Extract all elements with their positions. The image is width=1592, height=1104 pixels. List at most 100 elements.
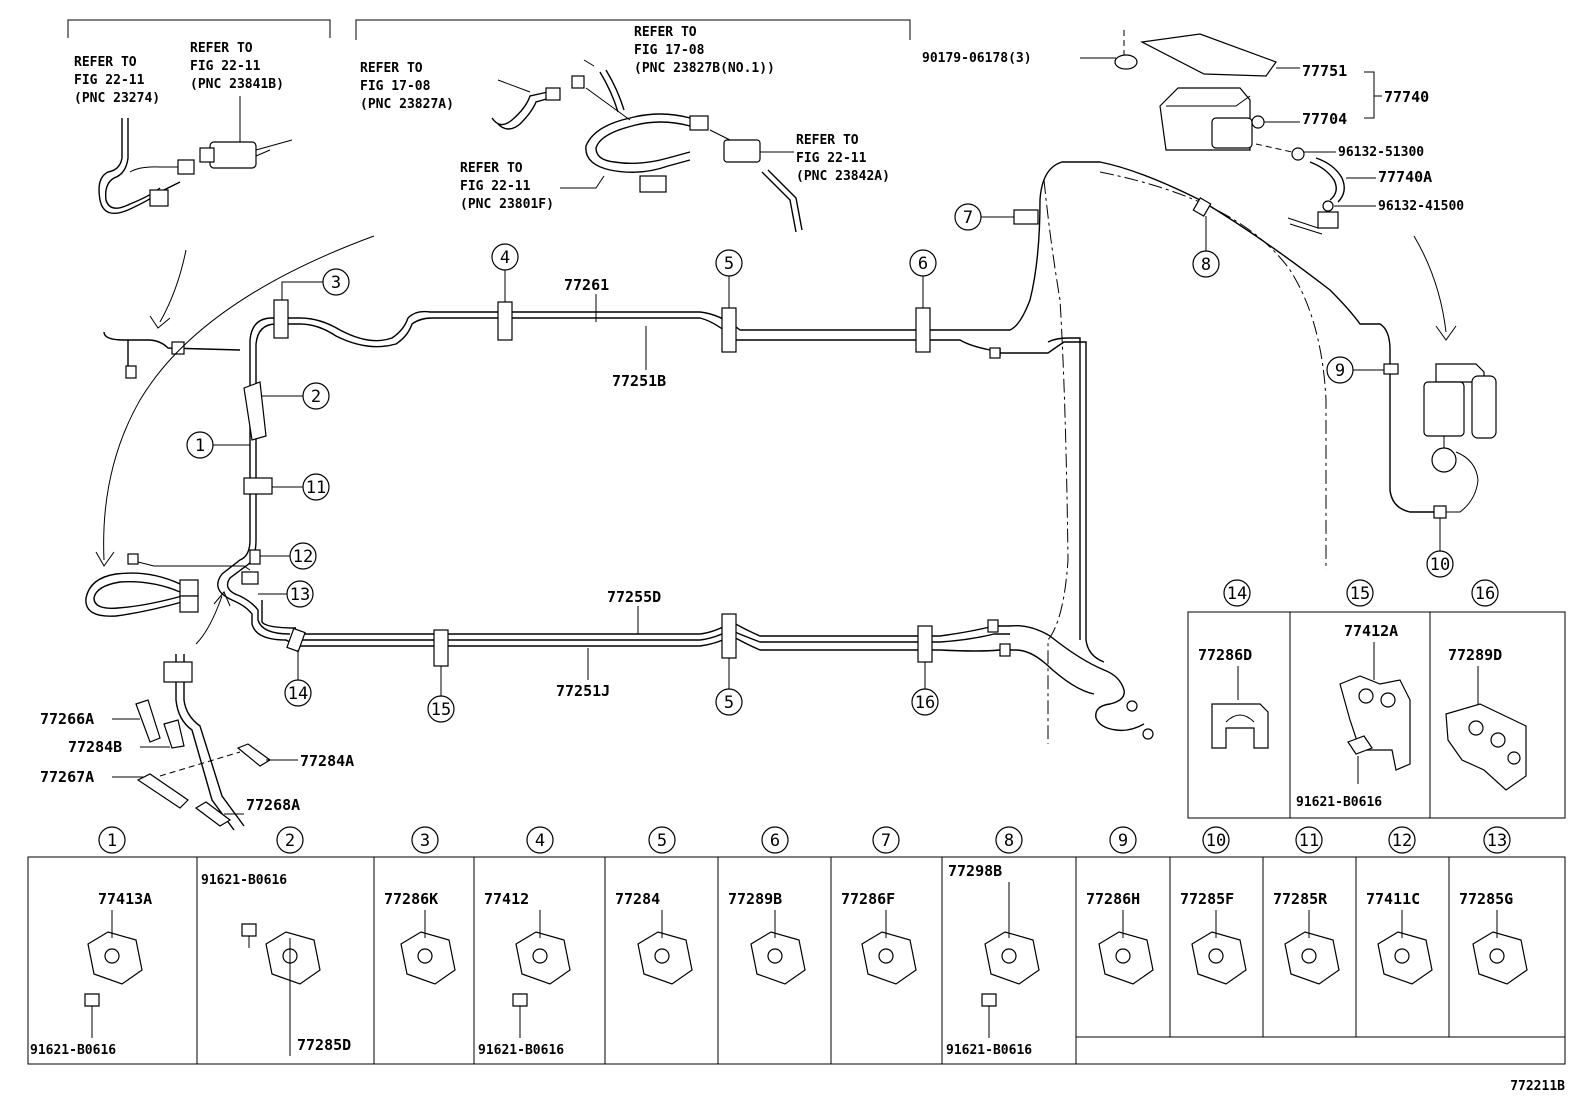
svg-text:11: 11 [306, 478, 326, 498]
callout-5-upper: 5 [715, 249, 743, 308]
table-callout-circle [1295, 826, 1323, 854]
ref-group-left: REFER TO FIG 22-11 (PNC 23274) REFER TO … [67, 19, 331, 329]
clamp-hole-icon [654, 948, 670, 964]
table-callout-num: 12 [1392, 831, 1412, 851]
inset-num-14: 14 [1227, 584, 1247, 604]
callout-6: 6 [909, 249, 937, 308]
inset-part-77286D: 77286D [1198, 646, 1252, 664]
table-part-label: 77285G [1459, 890, 1513, 908]
clamp-hole-icon [767, 948, 783, 964]
part-96132-41500: 96132-41500 [1378, 199, 1464, 214]
part-77251B: 77251B [612, 372, 666, 390]
callout-2: 2 [262, 382, 330, 410]
svg-text:4: 4 [500, 248, 510, 268]
svg-text:13: 13 [290, 585, 310, 605]
svg-text:1: 1 [195, 436, 205, 456]
table-callout-circle [648, 826, 676, 854]
svg-text:7: 7 [963, 208, 973, 228]
table-callout-circle [872, 826, 900, 854]
ref-1-line-1: REFER TO [74, 55, 137, 70]
inset-bolt-91621: 91621-B0616 [1296, 795, 1382, 810]
table-callout-num: 5 [657, 831, 667, 851]
diagram-code: 772211B [1510, 1079, 1565, 1094]
clamp-hole-icon [532, 948, 548, 964]
callout-10: 10 [1426, 518, 1454, 578]
clamp-hole-icon [878, 948, 894, 964]
bolt-icon [512, 993, 528, 1007]
table-part-label: 77412 [484, 890, 529, 908]
table-part-label: 77289B [728, 890, 782, 908]
table-callout-num: 1 [107, 831, 117, 851]
canister-group: 90179-06178(3) 77751 77704 77740 96132-5… [922, 30, 1464, 341]
part-77267A: 77267A [40, 768, 94, 786]
table-bolt-label: 91621-B0616 [30, 1043, 116, 1058]
svg-text:6: 6 [918, 254, 928, 274]
table-callout-circle [761, 826, 789, 854]
part-77266A: 77266A [40, 710, 94, 728]
part-77751: 77751 [1302, 62, 1347, 80]
callout-4: 4 [491, 243, 519, 302]
ref-5-line-2: FIG 22-11 [460, 179, 531, 194]
ref-2-line-3: (PNC 23841B) [190, 77, 284, 92]
svg-text:5: 5 [724, 693, 734, 713]
ref-group-center: REFER TO FIG 17-08 (PNC 23827A) REFER TO… [355, 19, 911, 233]
svg-text:15: 15 [431, 700, 451, 720]
table-callout-num: 13 [1487, 831, 1507, 851]
clamp-hole-icon [1301, 948, 1317, 964]
pipe-routing [85, 161, 1497, 831]
table-part-label: 77285D [297, 1036, 351, 1054]
ref-2-line-1: REFER TO [190, 41, 253, 56]
table-callout-num: 4 [535, 831, 545, 851]
callout-5-lower: 5 [715, 658, 743, 716]
table-part-label: 77286F [841, 890, 895, 908]
table-part-label: 77286K [384, 890, 438, 908]
table-callout-circle [411, 826, 439, 854]
clamp-table [27, 856, 1566, 1065]
clamp-hole-icon [417, 948, 433, 964]
part-77704: 77704 [1302, 110, 1347, 128]
table-bolt-label: 91621-B0616 [201, 873, 287, 888]
callout-16: 16 [911, 662, 939, 716]
ref-4-line-1: REFER TO [634, 25, 697, 40]
callout-14: 14 [284, 650, 312, 707]
table-callout-circle [995, 826, 1023, 854]
inset-14-16: 14 15 16 77286D 77412A 91621-B0616 77289… [1187, 579, 1566, 819]
part-77251J: 77251J [556, 682, 610, 700]
svg-text:2: 2 [311, 387, 321, 407]
table-cell-9: 9 77286H [1086, 826, 1154, 985]
table-callout-circle [276, 826, 304, 854]
bolt-icon [241, 923, 257, 937]
table-callout-num: 9 [1118, 831, 1128, 851]
part-90179-06178: 90179-06178(3) [922, 51, 1032, 66]
table-callout-num: 6 [770, 831, 780, 851]
ref-6-line-1: REFER TO [796, 133, 859, 148]
table-cell-6: 6 77289B [728, 826, 806, 985]
svg-text:10: 10 [1430, 555, 1450, 575]
callout-7: 7 [954, 203, 1014, 231]
part-77740A: 77740A [1378, 168, 1432, 186]
svg-text:12: 12 [293, 547, 313, 567]
inset-num-16: 16 [1475, 584, 1495, 604]
table-part-label: 77286H [1086, 890, 1140, 908]
callout-13: 13 [258, 580, 314, 608]
clamp-hole-icon [104, 948, 120, 964]
ref-3-line-3: (PNC 23827A) [360, 97, 454, 112]
bolt-icon [981, 993, 997, 1007]
svg-text:16: 16 [915, 693, 935, 713]
callout-11: 11 [272, 473, 330, 501]
ref-5-line-3: (PNC 23801F) [460, 197, 554, 212]
table-bolt-label: 91621-B0616 [946, 1043, 1032, 1058]
inset-num-15: 15 [1350, 584, 1370, 604]
table-part-label: 77284 [615, 890, 660, 908]
ref-5-line-1: REFER TO [460, 161, 523, 176]
ref-4-line-3: (PNC 23827B(NO.1)) [634, 61, 775, 76]
ref-6-line-2: FIG 22-11 [796, 151, 867, 166]
